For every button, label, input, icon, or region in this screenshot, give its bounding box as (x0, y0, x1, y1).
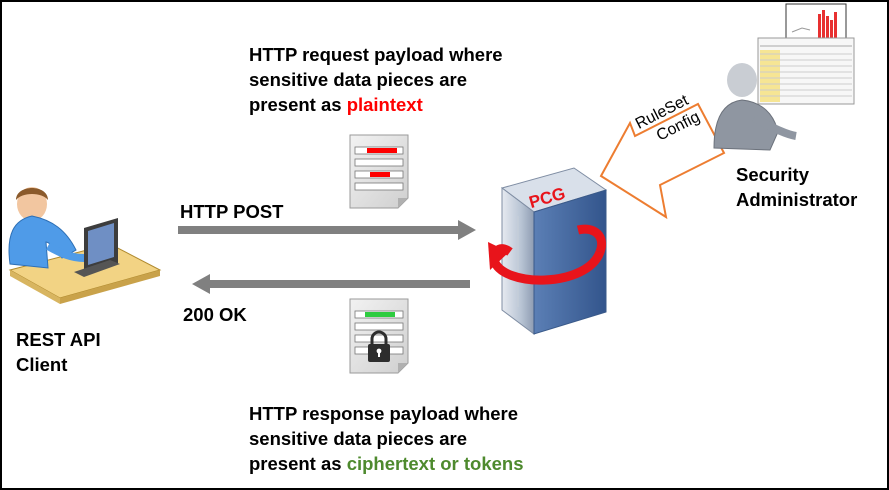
request-payload-caption: HTTP request payload where sensitive dat… (249, 42, 503, 117)
client-workstation-icon (8, 218, 162, 304)
response-payload-caption: HTTP response payload where sensitive da… (249, 401, 524, 476)
plaintext-highlight: plaintext (346, 94, 423, 115)
http-post-arrow (178, 220, 476, 240)
admin-screen-table-icon (757, 37, 855, 105)
server-swirl-arrow-icon (488, 224, 606, 285)
ok-status-label: 200 OK (183, 304, 247, 325)
pcg-server-icon (500, 167, 608, 335)
request-payload-line3-prefix: present as (249, 94, 347, 115)
response-document-icon (349, 298, 409, 374)
response-payload-line2: sensitive data pieces are (249, 428, 468, 449)
http-post-label: HTTP POST (180, 201, 284, 222)
client-caption: REST API Client (16, 327, 101, 377)
admin-caption: Security Administrator (736, 162, 857, 212)
admin-person-icon (713, 63, 797, 151)
client-person-icon (8, 187, 85, 269)
ciphertext-highlight: ciphertext or tokens (346, 453, 524, 474)
ok-response-arrow (192, 274, 470, 294)
request-payload-line1: HTTP request payload where (249, 44, 503, 65)
client-line1: REST API (16, 329, 101, 350)
padlock-icon (368, 330, 390, 362)
request-payload-line2: sensitive data pieces are (249, 69, 468, 90)
request-document-icon (349, 134, 409, 209)
response-payload-line3-prefix: present as (249, 453, 347, 474)
response-payload-line1: HTTP response payload where (249, 403, 519, 424)
client-line2: Client (16, 354, 68, 375)
admin-line1: Security (736, 164, 810, 185)
admin-line2: Administrator (736, 189, 858, 210)
ruleset-config-callout (599, 102, 726, 220)
